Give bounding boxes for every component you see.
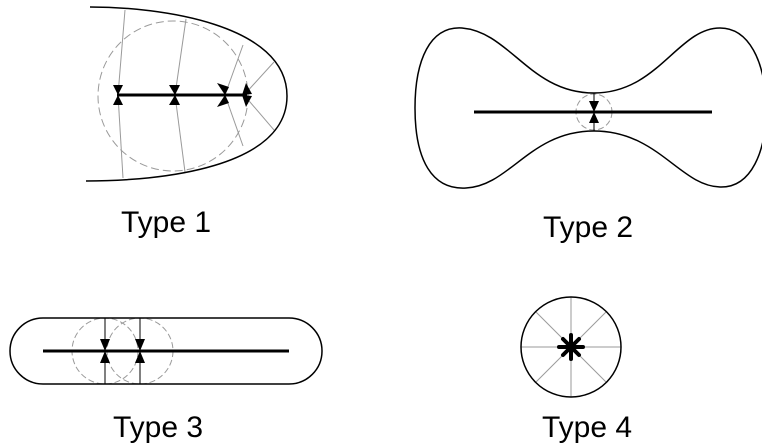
type2-arrowheads — [589, 101, 599, 123]
type1-caption: Type 1 — [121, 206, 212, 239]
type2-caption: Type 2 — [543, 211, 634, 244]
type1-figure — [85, 6, 288, 182]
type4-boundary — [520, 296, 622, 398]
type4-figure — [520, 296, 622, 398]
type3-figure — [9, 317, 323, 385]
type3-boundary — [9, 317, 323, 385]
type3-arrowheads — [100, 339, 145, 363]
type4-caption: Type 4 — [542, 411, 633, 444]
type1-boundary — [85, 6, 288, 182]
type2-boundary — [414, 27, 762, 189]
type1-normal-lines — [117, 9, 275, 179]
type3-caption: Type 3 — [113, 411, 204, 444]
type1-arrowheads — [113, 83, 252, 107]
type4-star-point — [557, 333, 585, 361]
type2-figure — [414, 27, 762, 189]
